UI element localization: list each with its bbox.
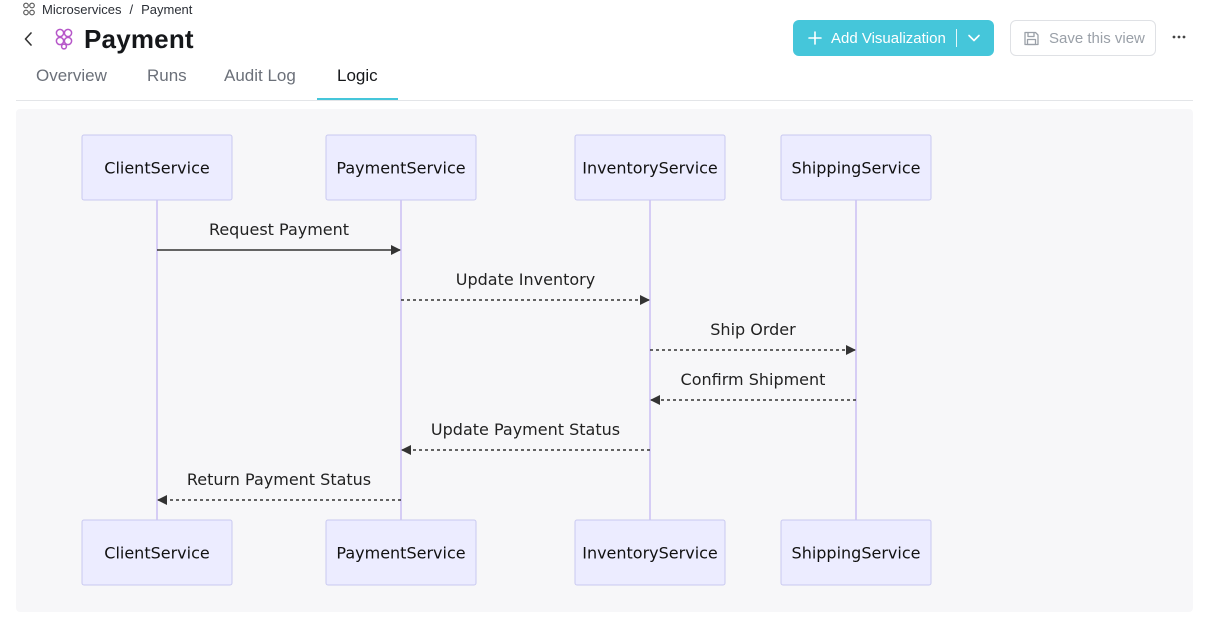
actor-shippingservice-top: ShippingService	[781, 135, 931, 200]
sequence-diagram-canvas: ClientServicePaymentServiceInventoryServ…	[16, 109, 1193, 612]
actor-paymentservice-bottom: PaymentService	[326, 520, 476, 585]
active-tab-indicator	[317, 98, 398, 100]
cluster-icon	[22, 2, 36, 16]
actor-inventoryservice-bottom: InventoryService	[575, 520, 725, 585]
chevron-down-icon[interactable]	[967, 31, 981, 45]
actor-label: InventoryService	[582, 159, 718, 178]
breadcrumb-separator: /	[129, 2, 133, 17]
page-title: Payment	[84, 24, 194, 55]
actor-clientservice-bottom: ClientService	[82, 520, 232, 585]
tab-bar: Overview Runs Audit Log Logic	[16, 60, 1193, 101]
breadcrumb-parent-link[interactable]: Microservices	[42, 2, 121, 17]
actor-label: ShippingService	[792, 544, 921, 563]
actor-paymentservice-top: PaymentService	[326, 135, 476, 200]
actor-label: ClientService	[104, 159, 209, 178]
message-label: Ship Order	[710, 320, 796, 339]
cluster-icon	[54, 28, 76, 50]
actor-shippingservice-bottom: ShippingService	[781, 520, 931, 585]
plus-icon	[807, 30, 823, 46]
breadcrumb-current: Payment	[141, 2, 192, 17]
actor-label: PaymentService	[336, 159, 465, 178]
tab-audit-log[interactable]: Audit Log	[224, 60, 296, 100]
split-divider	[956, 29, 957, 47]
breadcrumb: Microservices / Payment	[22, 0, 192, 18]
message-return-payment-status: Return Payment Status	[158, 470, 401, 500]
message-label: Update Inventory	[456, 270, 595, 289]
message-label: Return Payment Status	[187, 470, 371, 489]
message-label: Confirm Shipment	[681, 370, 826, 389]
message-label: Update Payment Status	[431, 420, 620, 439]
chevron-left-icon	[23, 32, 35, 46]
save-view-label: Save this view	[1049, 30, 1145, 47]
actor-inventoryservice-top: InventoryService	[575, 135, 725, 200]
actor-label: ClientService	[104, 544, 209, 563]
message-update-inventory: Update Inventory	[401, 270, 649, 300]
tab-runs[interactable]: Runs	[147, 60, 187, 100]
more-options-button[interactable]	[1168, 26, 1190, 48]
tab-overview[interactable]: Overview	[36, 60, 107, 100]
message-update-payment-status: Update Payment Status	[402, 420, 650, 450]
message-ship-order: Ship Order	[650, 320, 855, 350]
page-header: Payment	[18, 22, 194, 56]
sequence-diagram: ClientServicePaymentServiceInventoryServ…	[16, 109, 1193, 612]
save-icon	[1023, 30, 1040, 47]
tab-logic[interactable]: Logic	[337, 60, 378, 100]
save-view-button[interactable]: Save this view	[1010, 20, 1156, 56]
ellipsis-icon	[1171, 34, 1187, 40]
back-button[interactable]	[18, 28, 40, 50]
actor-label: PaymentService	[336, 544, 465, 563]
message-label: Request Payment	[209, 220, 349, 239]
actor-label: InventoryService	[582, 544, 718, 563]
actor-clientservice-top: ClientService	[82, 135, 232, 200]
add-visualization-label: Add Visualization	[831, 30, 946, 47]
actor-label: ShippingService	[792, 159, 921, 178]
message-confirm-shipment: Confirm Shipment	[651, 370, 856, 400]
add-visualization-button[interactable]: Add Visualization	[793, 20, 994, 56]
message-request-payment: Request Payment	[157, 220, 400, 250]
